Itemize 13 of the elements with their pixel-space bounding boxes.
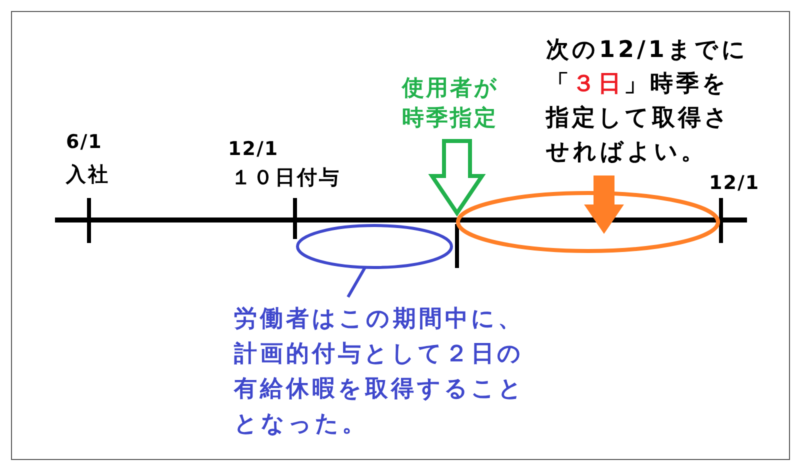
date-label: 6/1 xyxy=(66,131,102,153)
date-label: 12/1 xyxy=(709,172,760,194)
leader-line xyxy=(346,266,366,298)
highlight-ellipse xyxy=(296,224,452,268)
callout-text: 次の12/1までに「３日」時季を指定して取得させればよい。 xyxy=(546,33,752,169)
hollow-block-arrow xyxy=(428,139,486,217)
event-label: 入社 xyxy=(66,163,110,186)
block-arrow xyxy=(584,176,624,234)
highlight-ellipse xyxy=(456,191,720,253)
callout-text: 使用者が時季指定 xyxy=(402,74,502,134)
callout-text: 労働者はこの期間中に、計画的付与として２日の有給休暇を取得することとなった。 xyxy=(234,302,526,442)
event-label: １０日付与 xyxy=(231,166,341,189)
date-label: 12/1 xyxy=(228,138,279,160)
